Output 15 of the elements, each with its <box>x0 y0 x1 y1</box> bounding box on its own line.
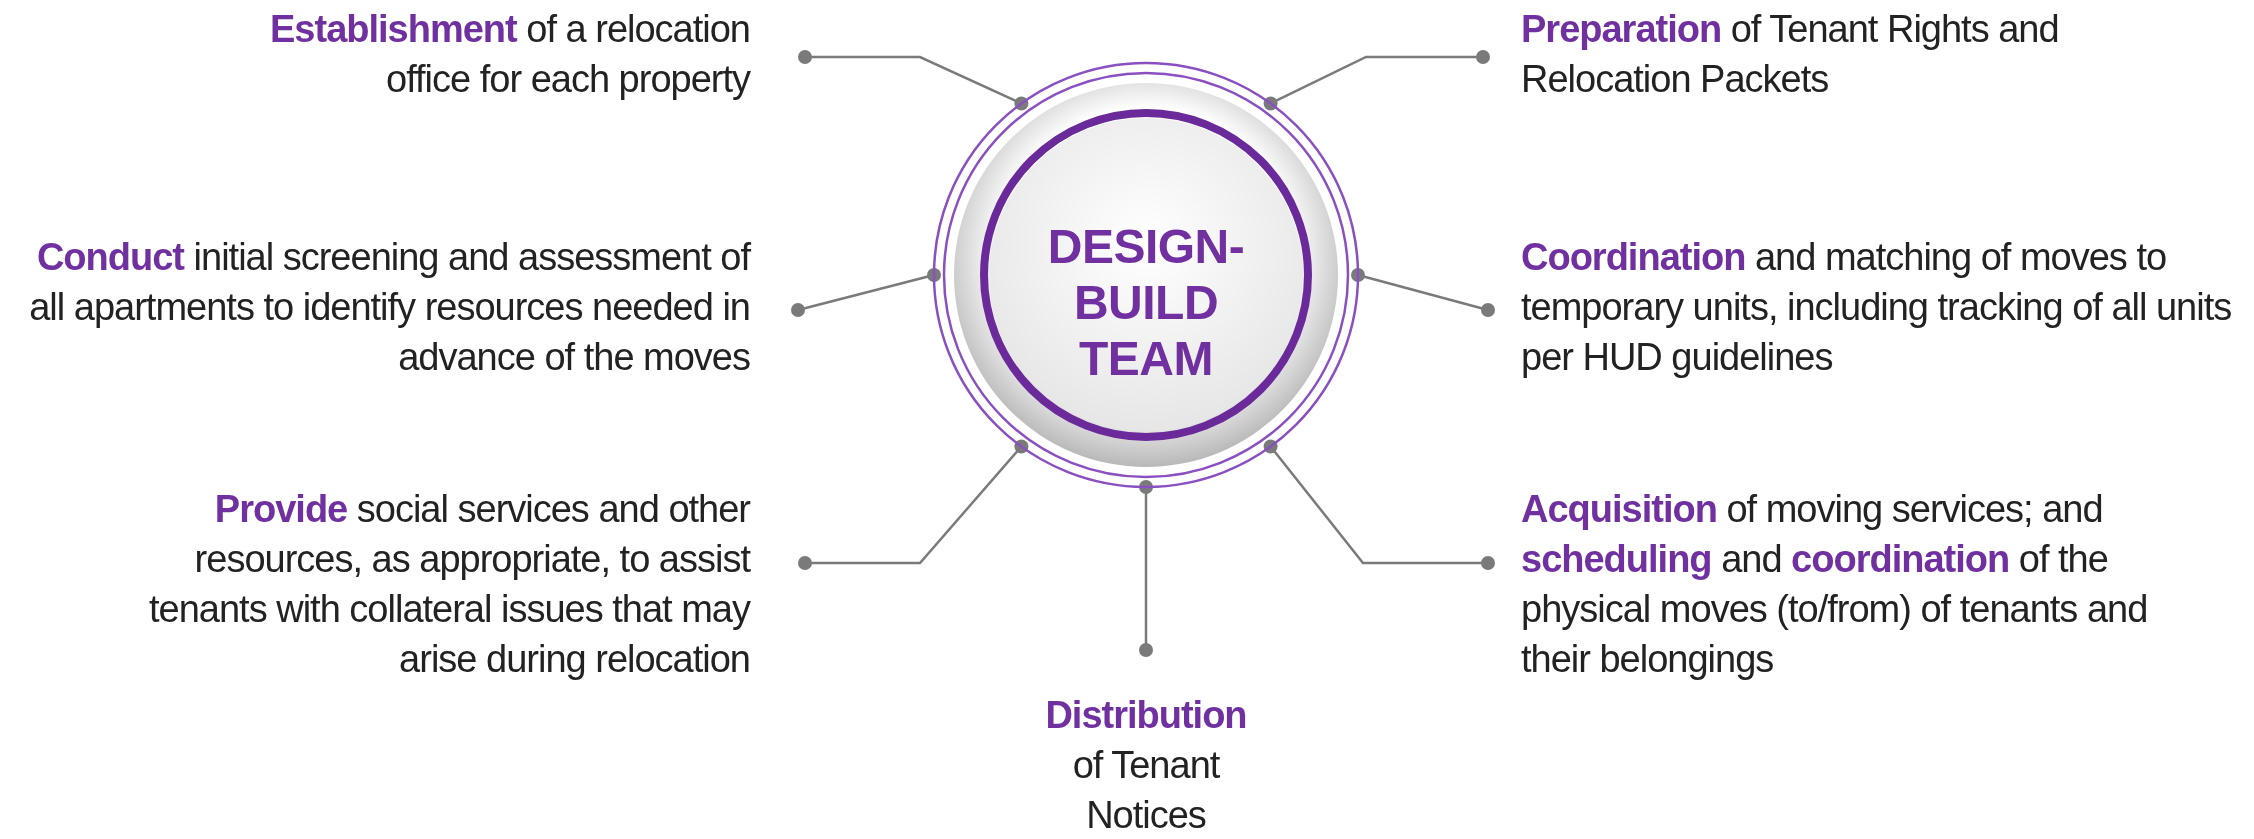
leader-line <box>798 439 1029 570</box>
description-text: Distribution of Tenant Notices <box>1026 690 1266 839</box>
description-text: Acquisition of moving services; and scheduling and coordination of the physical moves (to/from) of tenants and their belongings <box>1521 484 2221 684</box>
description-text: Coordination and matching of moves to temporary units, including tracking of all units per HUD guidelines <box>1521 232 2241 382</box>
leader-line <box>798 50 1029 111</box>
description-text: Establishment of a relocation office for each property <box>180 4 750 104</box>
leader-line <box>791 268 941 317</box>
leader-line <box>1139 480 1153 657</box>
description-text: Provide social services and other resources, as appropriate, to assist tenants with collateral issues that may arise during relocation <box>80 484 750 684</box>
hub-title: DESIGN-BUILD TEAM <box>1046 219 1246 387</box>
description-text: Conduct initial screening and assessment of all apartments to identify resources needed in advance of the moves <box>0 232 750 382</box>
leader-line <box>1263 50 1490 111</box>
description-text: Preparation of Tenant Rights and Relocation Packets <box>1521 4 2061 104</box>
leader-line <box>1263 439 1495 570</box>
leader-line <box>1351 268 1495 317</box>
